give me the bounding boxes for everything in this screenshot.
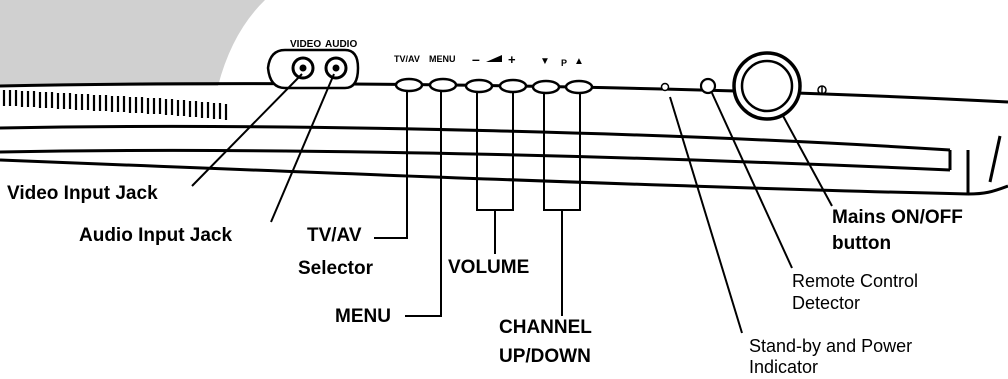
mains-power-button-icon xyxy=(732,51,802,121)
channel-up-label: ▲ xyxy=(574,56,584,67)
volume-ramp-icon xyxy=(486,55,502,62)
screen-shade xyxy=(0,0,265,86)
standby-indicator-icon xyxy=(660,82,670,92)
audio-input-jack-label: Audio Input Jack xyxy=(79,225,233,246)
control-buttons xyxy=(394,77,594,95)
volume-up-button-icon xyxy=(498,78,528,94)
channel-label-line1: CHANNEL xyxy=(499,317,592,338)
channel-p-label: P xyxy=(561,58,568,68)
volume-plus-label: + xyxy=(508,52,516,67)
video-jack-label: VIDEO xyxy=(290,39,322,50)
standby-indicator-label-line2: Indicator xyxy=(749,357,819,377)
tvav-selector-label-line1: TV/AV xyxy=(307,225,362,246)
channel-up-button-icon xyxy=(564,79,594,95)
standby-indicator-label-line1: Stand-by and Power xyxy=(749,336,913,356)
volume-down-button-icon xyxy=(464,78,494,94)
menu-panel-label: MENU xyxy=(429,54,456,64)
remote-sensor-icon xyxy=(699,77,717,95)
channel-down-label: ▼ xyxy=(540,56,550,67)
mains-button-label-line2: button xyxy=(832,233,892,254)
mains-button-label-line1: Mains ON/OFF xyxy=(832,207,963,228)
tvav-selector-label-line2: Selector xyxy=(298,258,373,279)
tvav-button-icon xyxy=(394,77,424,93)
menu-button-icon xyxy=(428,77,458,93)
av-jack-housing xyxy=(266,48,360,90)
channel-down-button-icon xyxy=(531,79,561,95)
callout-leaders xyxy=(191,73,833,334)
speaker-grille xyxy=(2,90,228,120)
cabinet-outline xyxy=(0,82,1008,196)
tvav-panel-label: TV/AV xyxy=(394,54,420,64)
video-input-jack-label: Video Input Jack xyxy=(7,183,158,204)
volume-label: VOLUME xyxy=(448,257,530,278)
channel-label-line2: UP/DOWN xyxy=(499,346,591,367)
audio-jack-label: AUDIO xyxy=(325,39,358,50)
volume-minus-label: – xyxy=(472,51,480,67)
remote-detector-label-line1: Remote Control xyxy=(792,271,919,291)
remote-detector-label-line2: Detector xyxy=(792,293,861,313)
menu-label: MENU xyxy=(335,306,391,327)
